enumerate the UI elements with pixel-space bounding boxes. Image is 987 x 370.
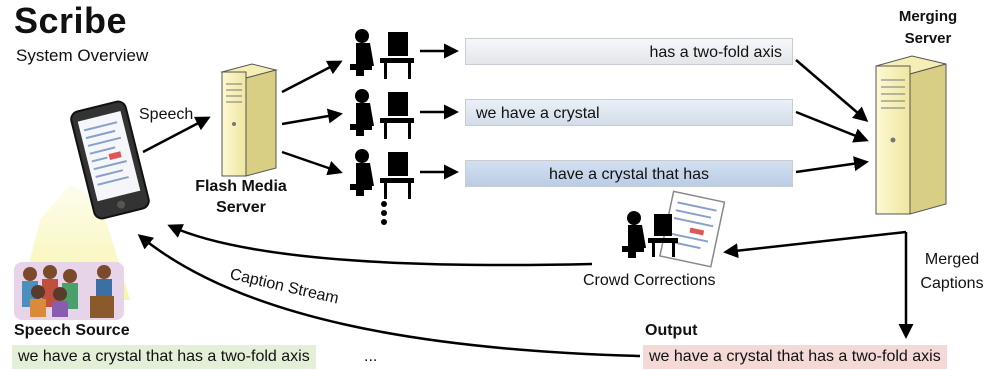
arrow-server-to-worker3 xyxy=(281,150,343,176)
worker-caption-1: has a two-fold axis xyxy=(465,38,793,65)
arrow-output-to-phone xyxy=(137,234,641,358)
output-label: Output xyxy=(645,322,698,339)
page-title: Scribe xyxy=(14,0,128,41)
speech-source-text: we have a crystal that has a two-fold ax… xyxy=(12,345,316,369)
speech-source-label: Speech Source xyxy=(14,322,130,339)
arrow-phone-to-server xyxy=(142,116,211,154)
arrow-server-to-worker2 xyxy=(281,108,343,126)
flash-media-server-icon xyxy=(220,63,278,177)
speech-label: Speech xyxy=(139,106,194,123)
arrow-server-to-worker1 xyxy=(281,60,343,94)
arrow-caption3-to-merge xyxy=(795,156,869,174)
speech-source-ellipsis: ... xyxy=(364,348,378,365)
more-workers-dots xyxy=(381,201,387,225)
arrow-crowd-to-phone xyxy=(167,224,593,267)
flash-media-server-label: Flash Media Server xyxy=(195,178,287,216)
worker-icon xyxy=(622,211,678,258)
merged-captions-label: Merged Captions xyxy=(920,251,984,292)
worker-icon xyxy=(350,29,414,79)
arrow-merge-to-crowd xyxy=(723,230,907,259)
phone-icon xyxy=(70,100,150,220)
worker-caption-2: we have a crystal xyxy=(465,99,793,126)
output-text: we have a crystal that has a two-fold ax… xyxy=(643,345,947,369)
merging-server-icon xyxy=(875,55,947,215)
worker-caption-3: have a crystal that has xyxy=(465,160,793,187)
speaker-audience-icon xyxy=(14,262,124,320)
merging-server-label: Merging Server xyxy=(898,8,958,47)
arrow-caption1-to-merge xyxy=(795,59,869,122)
worker-icon xyxy=(350,149,414,199)
crowd-corrections-label: Crowd Corrections xyxy=(583,272,716,289)
arrow-caption2-to-merge xyxy=(795,110,869,143)
worker-icon xyxy=(350,89,414,139)
page-subtitle: System Overview xyxy=(16,46,149,65)
